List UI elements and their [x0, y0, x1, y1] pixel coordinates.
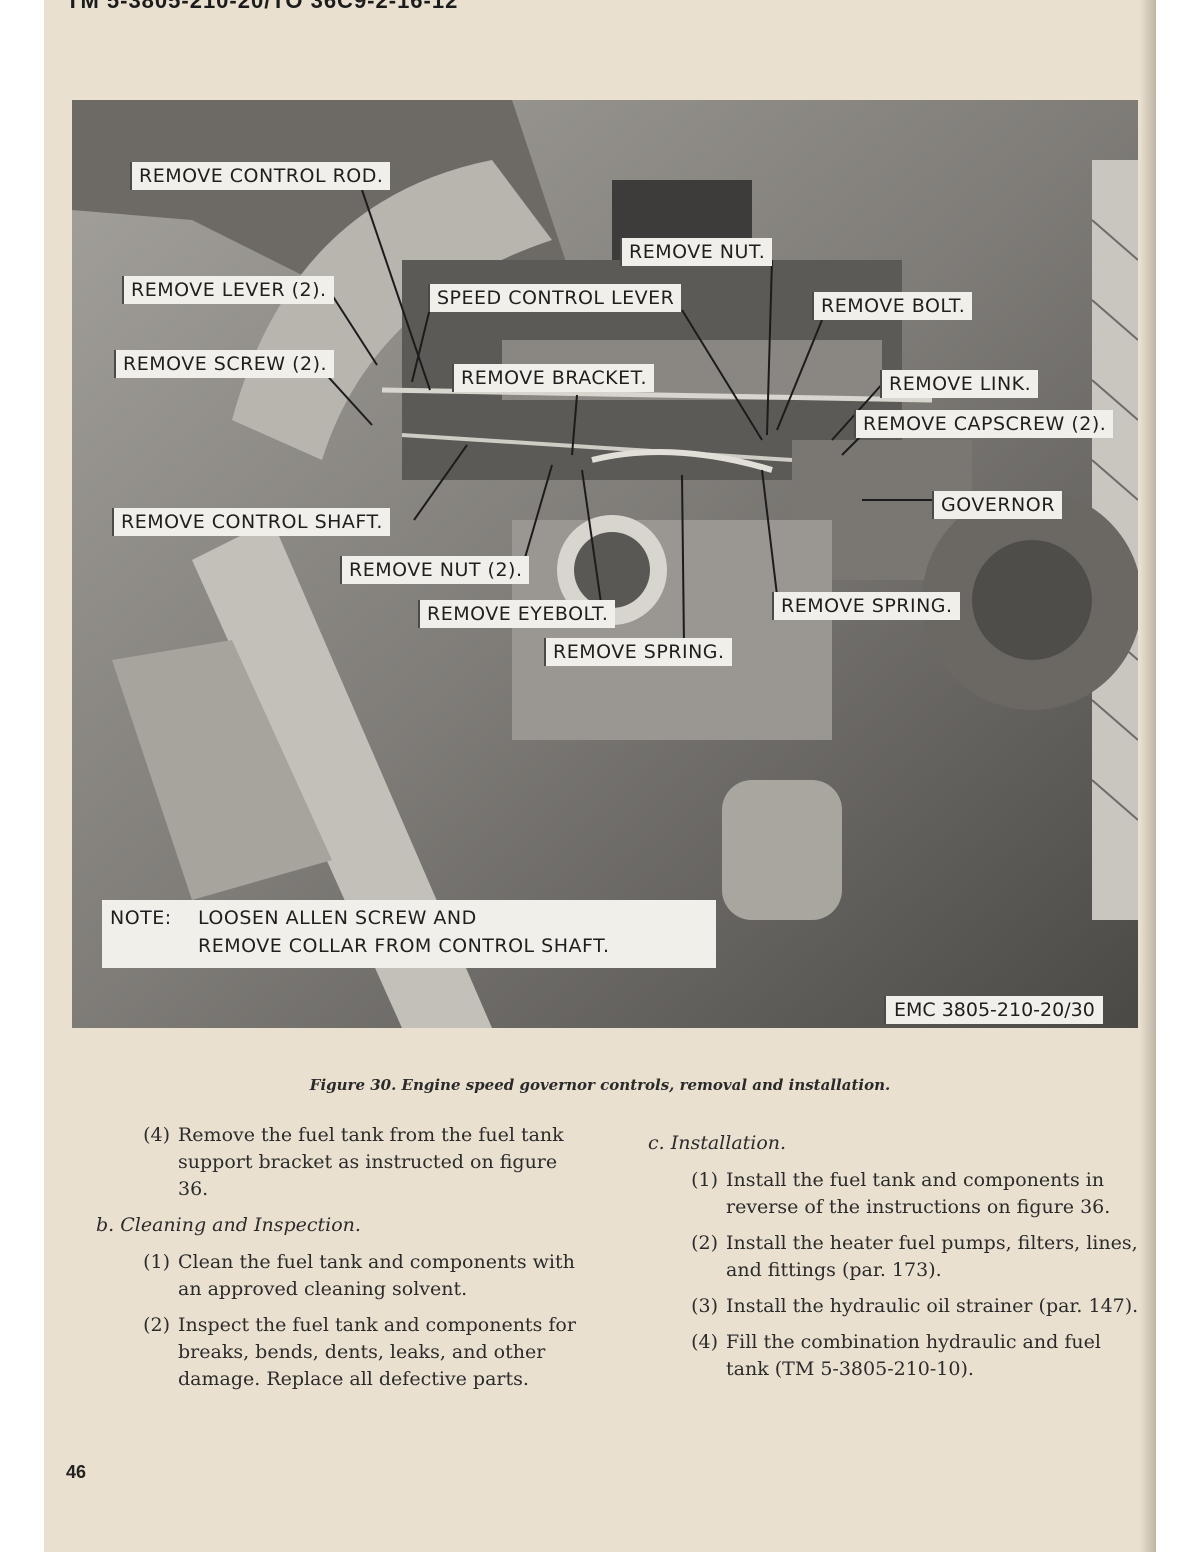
step-text: Install the heater fuel pumps, filters, … [726, 1232, 1138, 1281]
step-number: (4) [691, 1331, 718, 1353]
step-text: Fill the combination hydraulic and fuel … [726, 1331, 1101, 1380]
step-number: (2) [143, 1314, 170, 1336]
engine-photo-drawing [72, 100, 1138, 1028]
step-c3: (3) Install the hydraulic oil strainer (… [648, 1293, 1142, 1320]
step-number: (1) [691, 1169, 718, 1191]
label-governor: GOVERNOR [932, 491, 1062, 519]
label-remove-nut-2: REMOVE NUT (2). [340, 556, 530, 584]
step-c1: (1) Install the fuel tank and components… [648, 1167, 1142, 1221]
note-line-2: REMOVE COLLAR FROM CONTROL SHAFT. [198, 935, 610, 957]
figure-note: NOTE: LOOSEN ALLEN SCREW AND REMOVE COLLA… [102, 900, 716, 968]
page-edge [1140, 0, 1156, 1552]
page-number: 46 [66, 1462, 87, 1482]
subhead-cleaning: b. Cleaning and Inspection. [96, 1214, 361, 1236]
step-text: Install the hydraulic oil strainer (par.… [726, 1295, 1139, 1317]
label-remove-bracket: REMOVE BRACKET. [452, 364, 655, 392]
step-text: Remove the fuel tank from the fuel tank … [178, 1124, 564, 1200]
step-number: (3) [691, 1295, 718, 1317]
label-remove-nut-top: REMOVE NUT. [620, 238, 773, 266]
label-remove-screw: REMOVE SCREW (2). [114, 350, 335, 378]
step-b2: (2) Inspect the fuel tank and components… [96, 1312, 588, 1393]
step-b1: (1) Clean the fuel tank and components w… [96, 1249, 588, 1303]
note-head: NOTE: [110, 907, 172, 929]
label-speed-control-lever: SPEED CONTROL LEVER [428, 284, 682, 312]
step-number: (2) [691, 1232, 718, 1254]
step-a4: (4) Remove the fuel tank from the fuel t… [96, 1122, 588, 1203]
engine-photo: REMOVE CONTROL ROD. REMOVE NUT. REMOVE L… [72, 100, 1138, 1028]
note-line-1: LOOSEN ALLEN SCREW AND [198, 907, 477, 929]
step-number: (4) [143, 1124, 170, 1146]
label-remove-control-shaft: REMOVE CONTROL SHAFT. [112, 508, 390, 536]
step-text: Clean the fuel tank and components with … [178, 1251, 575, 1300]
figure-code: EMC 3805-210-20/30 [884, 996, 1103, 1024]
label-remove-lever: REMOVE LEVER (2). [122, 276, 334, 304]
left-column: (4) Remove the fuel tank from the fuel t… [96, 1122, 588, 1402]
label-remove-eyebolt: REMOVE EYEBOLT. [418, 600, 616, 628]
label-remove-control-rod: REMOVE CONTROL ROD. [130, 162, 391, 190]
label-remove-link: REMOVE LINK. [880, 370, 1039, 398]
step-c2: (2) Install the heater fuel pumps, filte… [648, 1230, 1142, 1284]
label-remove-capscrew: REMOVE CAPSCREW (2). [854, 410, 1114, 438]
subhead-installation: c. Installation. [648, 1132, 787, 1154]
right-column: c. Installation. (1) Install the fuel ta… [648, 1126, 1142, 1392]
step-text: Install the fuel tank and components in … [726, 1169, 1111, 1218]
step-number: (1) [143, 1251, 170, 1273]
step-c4: (4) Fill the combination hydraulic and f… [648, 1329, 1142, 1383]
label-remove-bolt: REMOVE BOLT. [812, 292, 973, 320]
step-text: Inspect the fuel tank and components for… [178, 1314, 576, 1390]
running-head: TM 5-3805-210-20/TO 36C9-2-16-12 [66, 0, 459, 13]
figure-caption: Figure 30. Engine speed governor control… [309, 1076, 891, 1094]
label-remove-spring-right: REMOVE SPRING. [772, 592, 960, 620]
label-remove-spring-center: REMOVE SPRING. [544, 638, 732, 666]
